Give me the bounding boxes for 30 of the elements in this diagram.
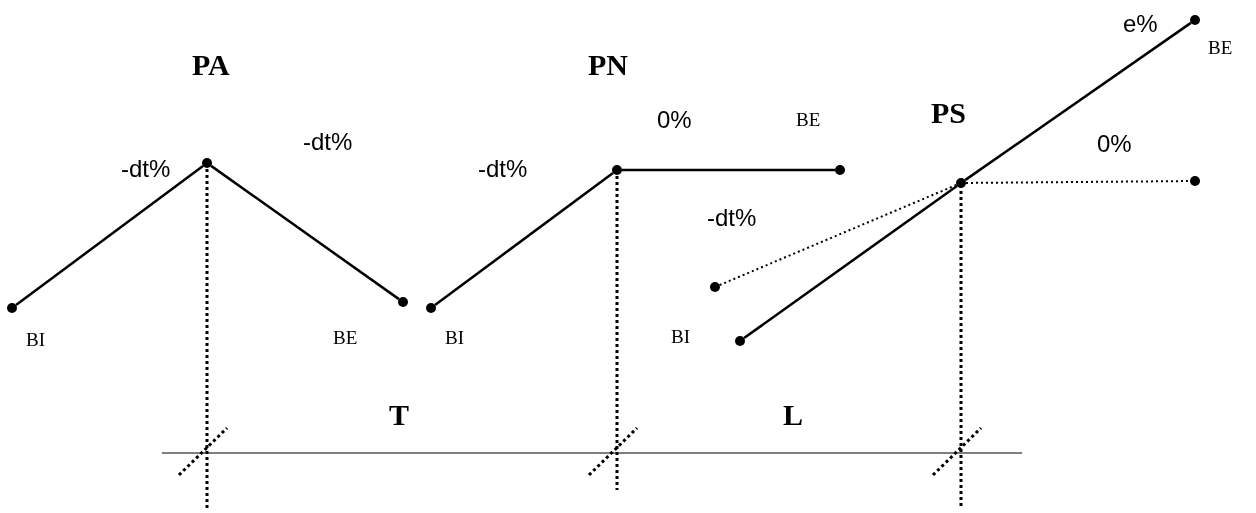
point-marker	[398, 297, 408, 307]
point-label: BI	[445, 328, 464, 347]
point-label: BI	[26, 330, 45, 349]
section-title: PN	[588, 50, 628, 80]
section-title: T	[389, 400, 409, 430]
section-title: PA	[192, 50, 230, 80]
section-title: L	[783, 400, 803, 430]
point-label: BE	[1208, 38, 1233, 57]
section-title: PS	[931, 98, 966, 128]
point-label: BE	[333, 328, 358, 347]
point-marker	[1190, 15, 1200, 25]
line-segment	[15, 164, 204, 307]
dotted-line	[965, 180, 1191, 184]
point-marker	[735, 336, 745, 346]
line-segment	[622, 168, 835, 172]
point-marker	[7, 303, 17, 313]
point-marker	[835, 165, 845, 175]
point-marker	[710, 282, 720, 292]
line-segment	[743, 184, 958, 340]
point-marker	[202, 158, 212, 168]
point-marker	[612, 165, 622, 175]
dotted-line	[718, 183, 958, 287]
point-marker	[426, 303, 436, 313]
point-marker	[1190, 176, 1200, 186]
point-marker	[956, 178, 966, 188]
line-segment	[210, 164, 400, 301]
point-label: BE	[796, 110, 821, 129]
line-segment	[964, 21, 1192, 182]
line-segment	[434, 171, 614, 307]
point-label: BI	[671, 327, 690, 346]
